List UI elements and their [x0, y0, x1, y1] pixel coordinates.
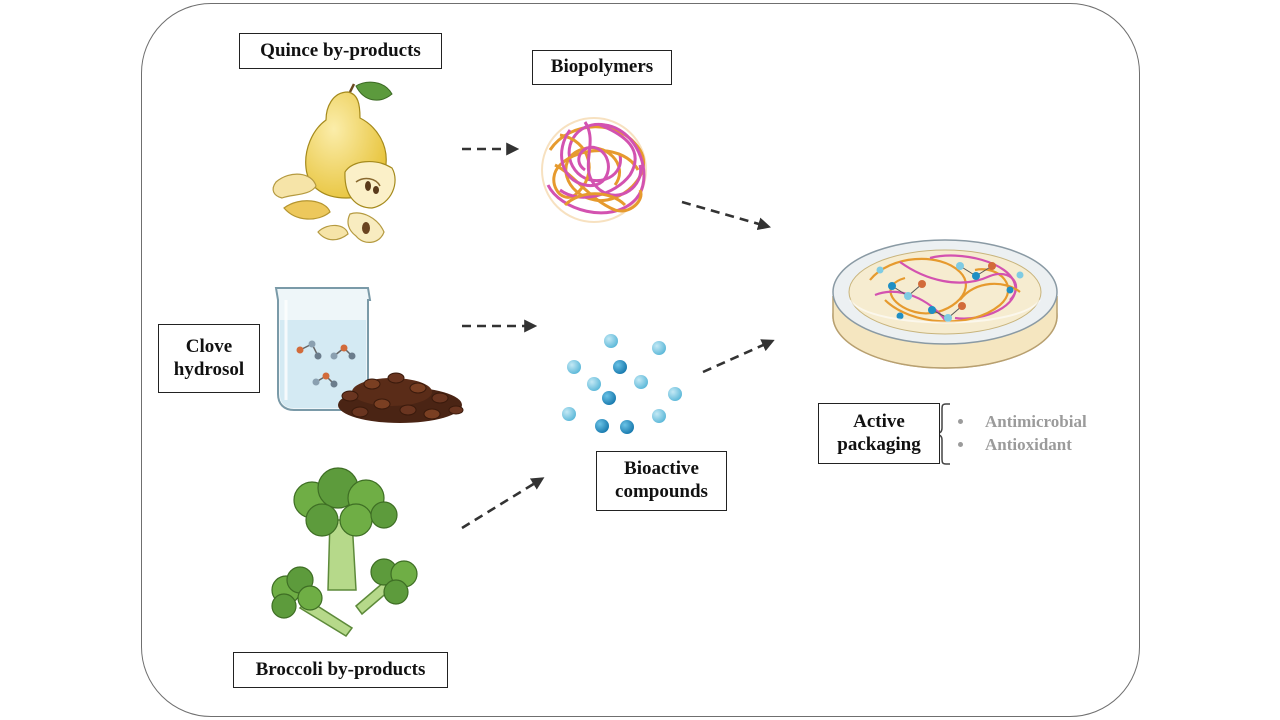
arrow-broccoli-to-bioactive [461, 477, 545, 530]
flow-arrows [461, 142, 775, 530]
bullet-icon [958, 442, 963, 447]
clove-label-line2: hydrosol [173, 358, 245, 380]
property-item: Antimicrobial [958, 410, 1087, 433]
arrow-bioactive-to-packaging [702, 339, 775, 374]
broccoli-label: Broccoli by-products [233, 652, 448, 688]
broccoli-illustration [271, 467, 418, 637]
quince-illustration [272, 81, 396, 243]
bioactive-label-line1: Bioactive [624, 458, 699, 480]
property-item: Antioxidant [958, 433, 1087, 456]
bioactive-beads [562, 334, 682, 434]
biopolymers-label: Biopolymers [532, 50, 672, 85]
rounded-frame [141, 3, 1140, 717]
property-antioxidant: Antioxidant [985, 434, 1072, 454]
clove-hydrosol-illustration [274, 287, 464, 423]
bullet-icon [958, 419, 963, 424]
property-antimicrobial: Antimicrobial [985, 411, 1087, 431]
broccoli-label-text: Broccoli by-products [255, 658, 426, 680]
petri-dish-illustration [832, 239, 1058, 369]
active-label-line2: packaging [837, 433, 921, 455]
active-packaging-label: Active packaging [818, 403, 940, 464]
biopolymer-ball [541, 117, 647, 223]
arrow-biopolymers-to-packaging [681, 200, 771, 231]
bioactive-label-line2: compounds [615, 481, 708, 502]
packaging-properties-list: Antimicrobial Antioxidant [958, 410, 1087, 456]
clove-hydrosol-label: Clove hydrosol [158, 324, 260, 393]
active-label-line1: Active [853, 410, 905, 432]
bioactive-compounds-label: Bioactive compounds [596, 451, 727, 511]
quince-label-text: Quince by-products [260, 39, 421, 61]
biopolymers-label-text: Biopolymers [550, 56, 654, 78]
clove-label-line1: Clove [185, 335, 233, 357]
quince-label: Quince by-products [239, 33, 442, 69]
